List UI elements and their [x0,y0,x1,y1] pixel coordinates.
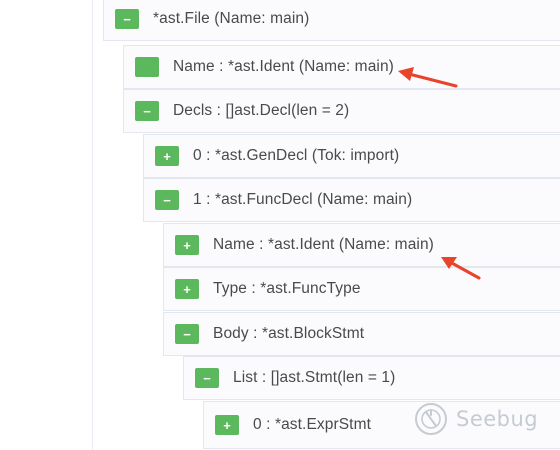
tree-node-label: *ast.File (Name: main) [153,10,310,27]
expand-toggle[interactable]: + [175,235,199,255]
tree-node-name-ident[interactable]: Name : *ast.Ident (Name: main) [123,45,560,89]
tree-node-label: Body : *ast.BlockStmt [213,325,365,342]
tree-node-file[interactable]: − *ast.File (Name: main) [103,0,560,41]
tree-node-label: Decls : []ast.Decl(len = 2) [173,102,350,119]
collapse-toggle[interactable]: − [195,368,219,388]
tree-node-gendecl[interactable]: + 0 : *ast.GenDecl (Tok: import) [143,134,560,178]
collapse-toggle[interactable]: − [135,101,159,121]
expand-toggle[interactable]: + [175,279,199,299]
collapse-toggle[interactable]: − [115,9,139,29]
tree-node-func-name-ident[interactable]: + Name : *ast.Ident (Name: main) [163,223,560,267]
node-toggle[interactable] [135,57,159,77]
tree-node-label: Name : *ast.Ident (Name: main) [173,58,394,75]
seebug-logo-icon [415,403,447,435]
collapse-toggle[interactable]: − [155,190,179,210]
tree-node-body[interactable]: − Body : *ast.BlockStmt [163,312,560,356]
tree-node-decls[interactable]: − Decls : []ast.Decl(len = 2) [123,89,560,133]
tree-node-label: List : []ast.Stmt(len = 1) [233,369,396,386]
expand-toggle[interactable]: + [215,415,239,435]
tree-node-list[interactable]: − List : []ast.Stmt(len = 1) [183,356,560,400]
watermark-text: Seebug [456,407,539,431]
tree-node-label: 0 : *ast.GenDecl (Tok: import) [193,147,400,164]
tree-node-label: Type : *ast.FuncType [213,280,361,297]
tree-node-label: 1 : *ast.FuncDecl (Name: main) [193,191,413,208]
expand-toggle[interactable]: + [155,146,179,166]
tree-node-funcdecl[interactable]: − 1 : *ast.FuncDecl (Name: main) [143,178,560,222]
tree-node-exprstmt[interactable]: + 0 : *ast.ExprStmt [203,401,560,449]
seebug-watermark: Seebug [414,402,538,436]
tree-node-label: Name : *ast.Ident (Name: main) [213,236,434,253]
tree-guide-line [92,0,93,450]
tree-node-label: 0 : *ast.ExprStmt [253,416,371,433]
tree-node-functype[interactable]: + Type : *ast.FuncType [163,267,560,311]
collapse-toggle[interactable]: − [175,324,199,344]
